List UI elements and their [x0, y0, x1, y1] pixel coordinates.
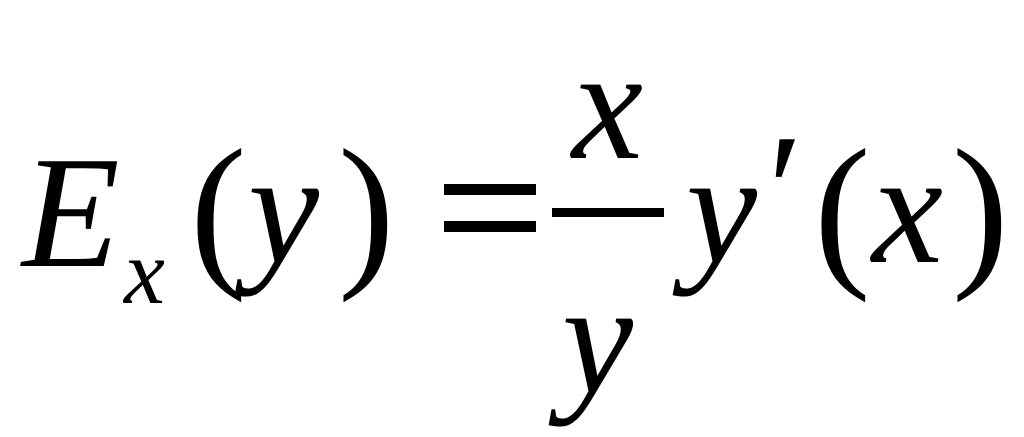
equals-bar-top — [444, 184, 536, 195]
left-paren-rhs: ( — [814, 115, 871, 303]
right-paren: ) — [338, 115, 395, 303]
symbol-y-arg: y — [248, 119, 320, 297]
symbol-x-arg: x — [872, 119, 944, 297]
fraction-denominator: y — [562, 249, 634, 427]
subscript-x: x — [124, 221, 165, 323]
fraction-bar — [552, 208, 664, 217]
left-paren: ( — [190, 115, 247, 303]
symbol-y-func: y — [686, 119, 758, 297]
prime-mark: ′ — [758, 101, 793, 279]
right-paren-rhs: ) — [952, 115, 1009, 303]
equals-bar-bottom — [444, 221, 536, 232]
fraction-numerator: x — [572, 15, 644, 193]
symbol-E: E — [22, 123, 120, 301]
